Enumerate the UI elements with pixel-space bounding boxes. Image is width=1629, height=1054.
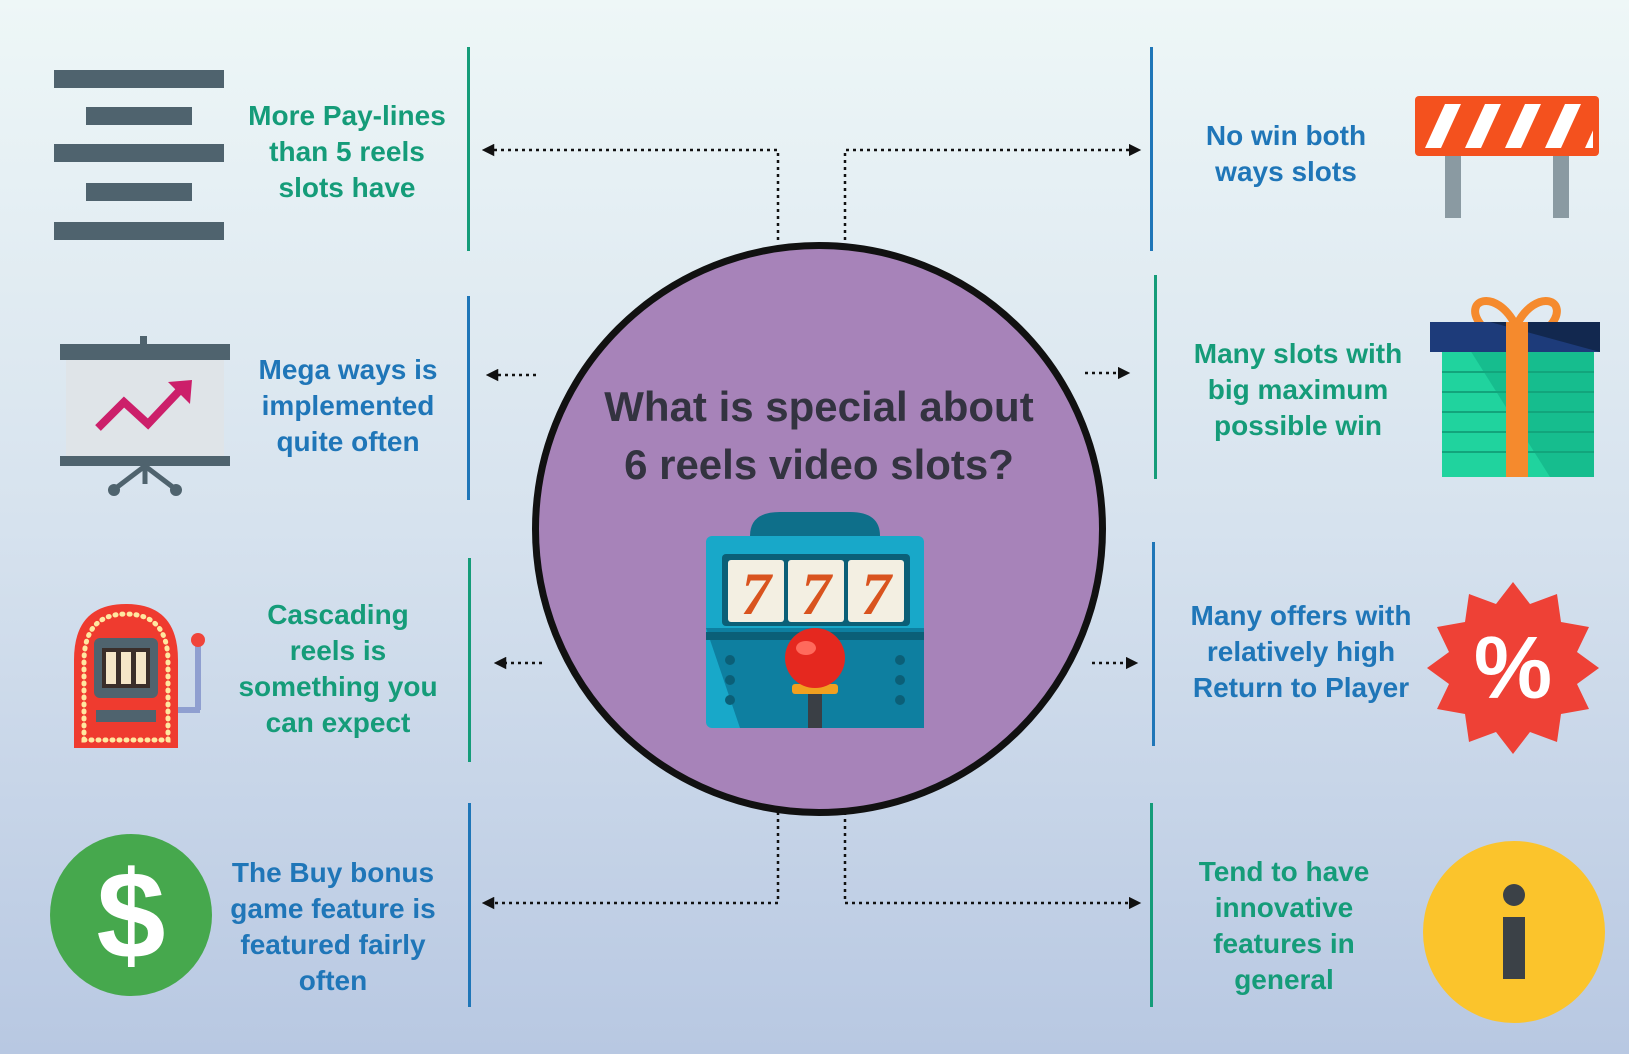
svg-text:$: $ [97, 847, 166, 985]
info-icon [1423, 841, 1605, 1023]
feature-megaways: Mega ways is implemented quite often [258, 354, 438, 457]
divider-left-1 [467, 47, 470, 251]
slot-machine-icon [74, 604, 205, 748]
reel-symbol-3: 7 [861, 561, 893, 627]
svg-text:%: % [1474, 618, 1552, 717]
connector-top-left [481, 143, 780, 240]
feature-high-rtp: Many offers with relatively high Return … [1190, 600, 1412, 703]
slot-machine-777-icon: 7 7 7 [706, 512, 924, 728]
feature-more-paylines: More Pay-lines than 5 reels slots have [248, 100, 446, 203]
divider-right-1 [1150, 47, 1153, 251]
center-title-line-1: What is special about [604, 383, 1034, 430]
feature-big-max-win: Many slots with big maximum possible win [1193, 338, 1403, 441]
center-title: What is special about 6 reels video slot… [560, 378, 1078, 494]
barrier-icon [1415, 96, 1599, 218]
divider-right-3 [1152, 542, 1155, 746]
paylines-icon [54, 70, 224, 240]
feature-buy-bonus: The Buy bonus game feature is featured f… [230, 857, 436, 996]
connector-bottom-left [481, 812, 780, 910]
gift-icon [1430, 297, 1600, 477]
feature-cascading-reels: Cascading reels is something you can exp… [238, 599, 438, 738]
feature-no-win-both-ways: No win both ways slots [1205, 120, 1367, 187]
divider-left-2 [467, 296, 470, 500]
divider-right-4 [1150, 803, 1153, 1007]
reel-symbol-1: 7 [741, 561, 773, 627]
divider-left-4 [468, 803, 471, 1007]
connector-bottom-right [843, 812, 1142, 910]
dollar-icon: $ [50, 834, 212, 996]
divider-right-2 [1154, 275, 1157, 479]
connector-top-right [843, 143, 1142, 240]
center-title-line-2: 6 reels video slots? [624, 441, 1014, 488]
percent-badge-icon: % [1427, 582, 1599, 754]
reel-symbol-2: 7 [801, 561, 833, 627]
feature-innovative: Tend to have innovative features in gene… [1198, 856, 1370, 995]
divider-left-3 [468, 558, 471, 762]
presentation-chart-icon [60, 336, 230, 496]
